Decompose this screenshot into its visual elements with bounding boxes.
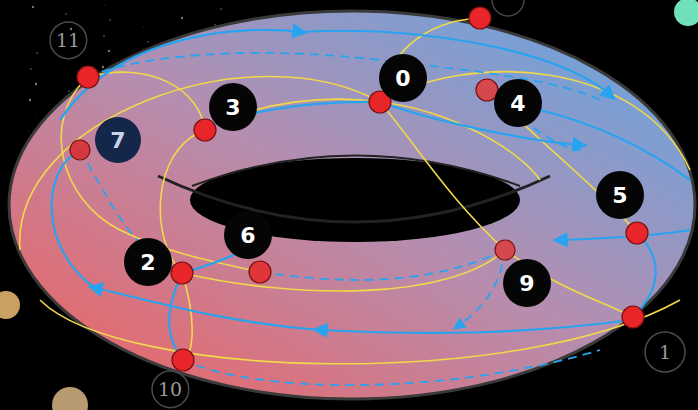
number-circle: 4 bbox=[493, 78, 543, 128]
star bbox=[142, 26, 144, 28]
star bbox=[32, 6, 34, 8]
circle-shape bbox=[209, 83, 257, 131]
star bbox=[109, 19, 111, 21]
number-circle: 11 bbox=[49, 21, 88, 60]
inner-ridge bbox=[158, 176, 550, 222]
number-circle: 0 bbox=[378, 53, 428, 103]
callout-number: 6 bbox=[240, 223, 255, 248]
star bbox=[69, 59, 71, 61]
circle-shape bbox=[379, 54, 427, 102]
callout-number: 4 bbox=[510, 91, 525, 116]
number-circle: 10 bbox=[151, 370, 190, 409]
star bbox=[104, 4, 106, 6]
number-circle: 1 bbox=[644, 331, 686, 373]
number-circle: 7 bbox=[94, 116, 142, 164]
star bbox=[0, 0, 1, 1]
star bbox=[220, 8, 222, 10]
star bbox=[253, 15, 255, 17]
number-circle: 2 bbox=[123, 237, 173, 287]
star bbox=[68, 90, 70, 92]
torus-body bbox=[9, 11, 695, 399]
callout-number: 10 bbox=[158, 378, 182, 400]
red-points bbox=[70, 7, 648, 371]
node-texts: 0 bbox=[378, 53, 428, 103]
star bbox=[108, 50, 110, 52]
number-circle: 5 bbox=[595, 170, 645, 220]
node-texts: 11 bbox=[49, 21, 88, 60]
number-circle: 6 bbox=[223, 210, 273, 260]
node-texts: 10 bbox=[151, 370, 190, 409]
star bbox=[31, 37, 33, 39]
circle-shape bbox=[95, 117, 141, 163]
node-texts: 4 bbox=[493, 78, 543, 128]
star bbox=[65, 13, 67, 15]
star bbox=[181, 17, 183, 19]
planet bbox=[0, 291, 20, 319]
node-texts: 6 bbox=[223, 210, 273, 260]
node-texts: 9 bbox=[502, 258, 552, 308]
callout-number: 2 bbox=[140, 250, 155, 275]
callout-number: 0 bbox=[395, 66, 410, 91]
star bbox=[30, 68, 32, 70]
node-texts: 2 bbox=[123, 237, 173, 287]
planet bbox=[674, 0, 698, 26]
circle-shape bbox=[503, 259, 551, 307]
callout-number: 3 bbox=[225, 95, 240, 120]
callout-number: 9 bbox=[519, 271, 534, 296]
circle-shape bbox=[494, 79, 542, 127]
node-texts: 5 bbox=[595, 170, 645, 220]
callout-number: 1 bbox=[659, 341, 671, 363]
node-texts: 7 bbox=[94, 116, 142, 164]
star bbox=[28, 130, 30, 132]
star bbox=[29, 99, 31, 101]
circle-shape bbox=[50, 22, 87, 59]
number-circle: 3 bbox=[208, 82, 258, 132]
planet bbox=[52, 387, 88, 410]
circle-shape bbox=[645, 332, 685, 372]
star bbox=[147, 41, 149, 43]
faint-circle bbox=[492, 0, 524, 16]
blue-dashed-lines bbox=[80, 53, 600, 385]
node-texts: 3 bbox=[208, 82, 258, 132]
callout-number: 11 bbox=[56, 29, 80, 51]
number-circle: 9 bbox=[502, 258, 552, 308]
star bbox=[34, 114, 36, 116]
callout-number: 5 bbox=[612, 183, 627, 208]
yellow-curves bbox=[20, 18, 690, 364]
star bbox=[35, 83, 37, 85]
circle-shape bbox=[596, 171, 644, 219]
inner-ridge bbox=[192, 156, 520, 187]
star bbox=[103, 35, 105, 37]
circle-shape bbox=[124, 238, 172, 286]
star bbox=[36, 52, 38, 54]
circle-shape bbox=[224, 211, 272, 259]
star bbox=[102, 66, 104, 68]
node-texts: 1 bbox=[644, 331, 686, 373]
blue-flow-lines bbox=[52, 30, 690, 360]
circle-shape bbox=[152, 371, 189, 408]
callout-number: 7 bbox=[110, 128, 125, 153]
